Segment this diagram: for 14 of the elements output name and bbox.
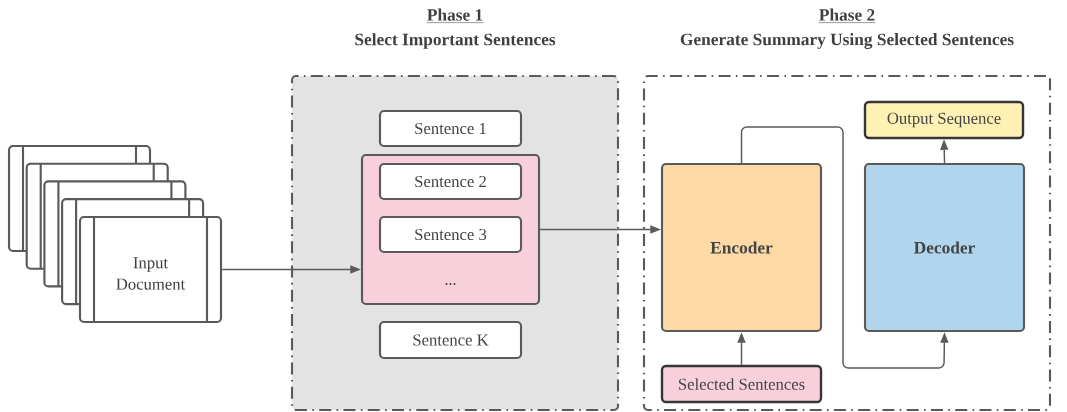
input-box: Selected Sentences — [660, 364, 823, 404]
output-box: Output Sequence — [863, 100, 1025, 140]
encoder-box: Encoder — [660, 162, 823, 333]
sentence-box: Sentence 2 — [378, 162, 523, 201]
arrow — [740, 126, 949, 369]
sentence-box: Sentence 3 — [378, 215, 523, 254]
heading: Phase 1 — [426, 8, 484, 23]
sentence-box: Sentence 1 — [378, 109, 523, 148]
subheading: Generate Summary Using Selected Sentences — [680, 33, 1014, 49]
document-sheet: Input Document — [78, 215, 223, 324]
subheading: Select Important Sentences — [355, 33, 556, 49]
heading: Phase 2 — [818, 8, 876, 23]
decoder-box: Decoder — [863, 162, 1026, 333]
sentence-box: Sentence K — [378, 320, 523, 360]
